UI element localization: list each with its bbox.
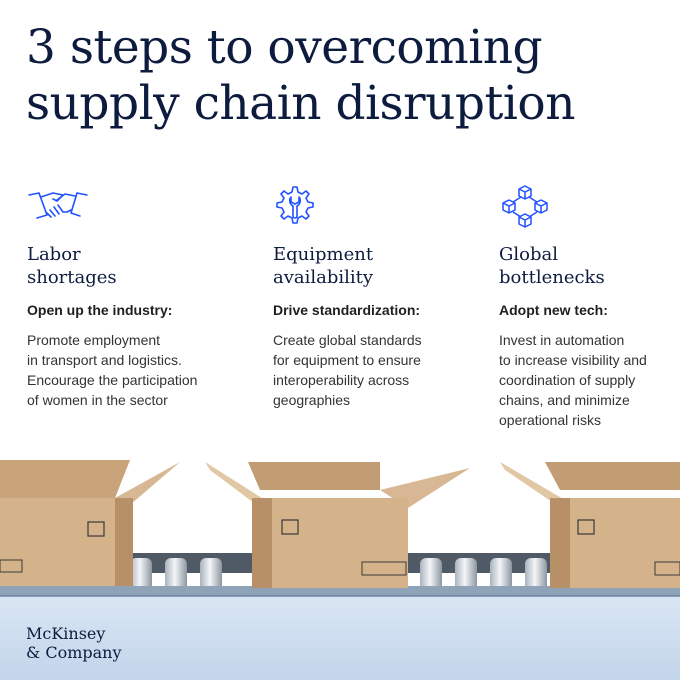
conveyor-edge <box>0 586 680 596</box>
title-line-1: Global <box>499 244 558 265</box>
handshake-icon <box>27 185 232 235</box>
body-line: Create global standards <box>273 332 422 348</box>
body-line: to increase visibility and <box>499 352 647 368</box>
headline: 3 steps to overcoming supply chain disru… <box>26 20 666 132</box>
body-line: of women in the sector <box>27 392 168 408</box>
cardboard-box <box>500 462 680 588</box>
cardboard-box <box>205 462 470 588</box>
conveyor-belt <box>0 596 680 680</box>
logo-line-2: & Company <box>26 643 122 662</box>
body-line: for equipment to ensure <box>273 352 421 368</box>
column-title: Equipment availability <box>273 243 478 289</box>
logo-line-1: McKinsey <box>26 624 106 643</box>
title-line-2: bottlenecks <box>499 267 605 288</box>
headline-line-1: 3 steps to overcoming <box>26 20 543 75</box>
body-line: Promote employment <box>27 332 161 348</box>
body-line: operational risks <box>499 412 601 428</box>
column-subtitle: Adopt new tech: <box>499 302 608 318</box>
cardboard-box <box>0 460 180 586</box>
column-global-bottlenecks: Global bottlenecks Adopt new tech: Inves… <box>499 185 680 430</box>
body-line: Invest in automation <box>499 332 625 348</box>
body-line: Encourage the participation <box>27 372 198 388</box>
body-line: coordination of supply <box>499 372 636 388</box>
body-line: geographies <box>273 392 351 408</box>
column-body: Create global standards for equipment to… <box>273 330 478 410</box>
title-line-1: Labor <box>27 244 81 265</box>
column-equipment-availability: Equipment availability Drive standardiza… <box>273 185 478 410</box>
title-line-1: Equipment <box>273 244 374 265</box>
column-subtitle: Drive standardization: <box>273 302 421 318</box>
body-line: in transport and logistics. <box>27 352 182 368</box>
title-line-2: shortages <box>27 267 117 288</box>
mckinsey-logo: McKinsey & Company <box>26 624 122 662</box>
column-title: Global bottlenecks <box>499 243 680 289</box>
body-line: chains, and minimize <box>499 392 630 408</box>
body-line: interoperability across <box>273 372 410 388</box>
column-body: Promote employment in transport and logi… <box>27 330 232 410</box>
column-body: Invest in automation to increase visibil… <box>499 330 680 430</box>
network-cubes-icon <box>499 185 680 235</box>
column-labor-shortages: Labor shortages Open up the industry: Pr… <box>27 185 232 410</box>
gear-wrench-icon <box>273 185 478 235</box>
headline-line-2: supply chain disruption <box>26 76 576 131</box>
title-line-2: availability <box>273 267 374 288</box>
column-subtitle: Open up the industry: <box>27 302 173 318</box>
column-title: Labor shortages <box>27 243 232 289</box>
conveyor-belt-illustration <box>0 460 680 680</box>
